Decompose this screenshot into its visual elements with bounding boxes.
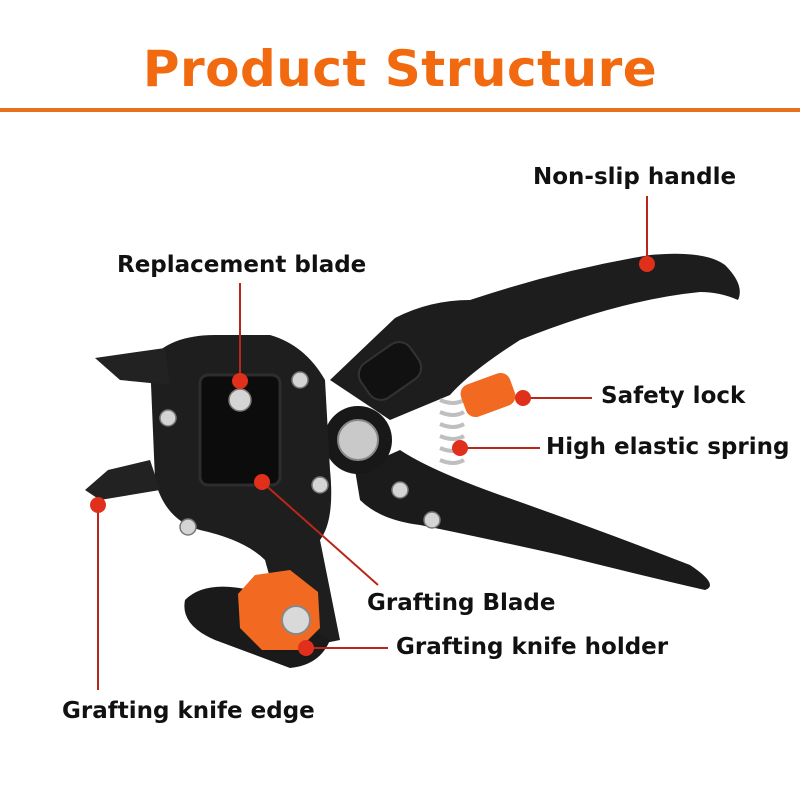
label-grafting-knife-holder: Grafting knife holder <box>396 634 669 660</box>
page-title: Product Structure <box>142 40 658 98</box>
label-grafting-blade: Grafting Blade <box>367 590 556 616</box>
dot-grafting-blade <box>254 474 270 490</box>
dot-high-elastic-spring <box>452 440 468 456</box>
dot-safety-lock <box>515 390 531 406</box>
upper-handle <box>330 253 740 420</box>
safety-lock-part <box>460 372 516 418</box>
dot-non-slip-handle <box>639 256 655 272</box>
label-safety-lock: Safety lock <box>601 383 746 409</box>
label-non-slip-handle: Non-slip handle <box>533 164 737 190</box>
label-replacement-blade: Replacement blade <box>117 252 367 278</box>
dot-grafting-knife-holder <box>298 640 314 656</box>
dot-grafting-knife-edge <box>90 497 106 513</box>
dot-replacement-blade <box>232 373 248 389</box>
label-grafting-knife-edge: Grafting knife edge <box>62 698 315 724</box>
title-underline <box>0 108 800 112</box>
spring <box>439 398 466 465</box>
label-high-elastic-spring: High elastic spring <box>546 434 790 460</box>
lower-handle <box>355 450 710 590</box>
head-plate <box>150 335 340 650</box>
